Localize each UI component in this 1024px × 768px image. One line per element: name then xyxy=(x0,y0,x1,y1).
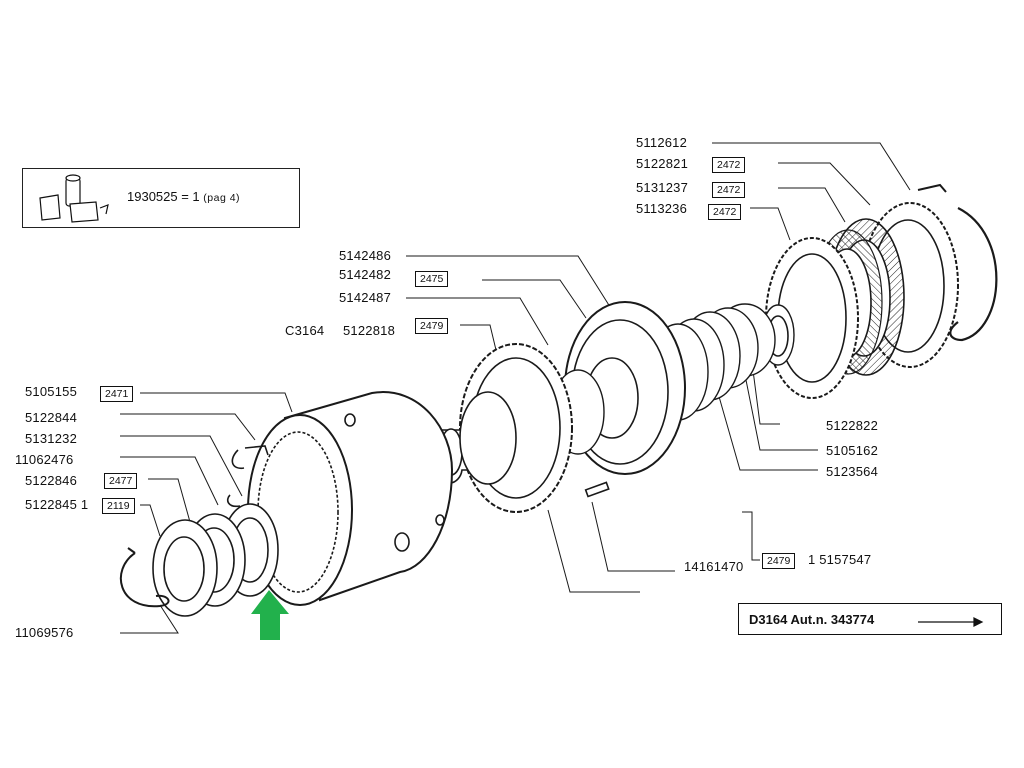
part-label-5113236: 5113236 xyxy=(636,201,688,216)
part-label-5123564: 5123564 xyxy=(826,464,879,479)
part-label-5122818: 5122818 xyxy=(343,323,396,338)
kit-number: 1930525 = 1 xyxy=(127,189,200,204)
part-label-5122821: 5122821 xyxy=(636,156,689,171)
snap-ring-right xyxy=(949,207,998,342)
ref-box-2479-a: 2479 xyxy=(415,318,449,334)
part-label-11069576: 11069576 xyxy=(15,625,74,640)
green-arrow-icon xyxy=(251,590,289,640)
part-label-5122846: 5122846 xyxy=(25,473,78,488)
part-label-14161470: 14161470 xyxy=(684,559,744,574)
drawing-id-text: D3164 Aut.n. 343774 xyxy=(749,612,875,627)
part-label-5112612: 5112612 xyxy=(636,135,688,150)
ref-box-2119: 2119 xyxy=(102,498,135,514)
snap-ring-left xyxy=(119,552,170,608)
part-label-5142486: 5142486 xyxy=(339,248,392,263)
code-label-c3164: C3164 xyxy=(285,323,325,338)
leader-lines xyxy=(120,142,911,634)
kit-reference-box: 1930525 = 1 (pag 4) xyxy=(22,168,300,228)
ref-box-2471: 2471 xyxy=(100,386,134,402)
ref-box-2479-b: 2479 xyxy=(762,553,796,569)
gear-assembly xyxy=(119,183,998,617)
ref-box-2472-b: 2472 xyxy=(712,182,746,198)
ref-box-2475: 2475 xyxy=(415,271,449,287)
part-label-5142487: 5142487 xyxy=(339,290,392,305)
part-label-5122845: 5122845 1 xyxy=(25,497,89,512)
part-label-5105162: 5105162 xyxy=(826,443,879,458)
part-label-11062476: 11062476 xyxy=(15,452,74,467)
part-label-5122844: 5122844 xyxy=(25,410,78,425)
arrow-right-icon xyxy=(918,617,984,627)
part-label-5131237: 5131237 xyxy=(636,180,689,195)
kit-page: (pag 4) xyxy=(203,192,241,204)
part-label-5105155: 5105155 xyxy=(25,384,78,399)
kit-text: 1930525 = 1 (pag 4) xyxy=(127,189,240,204)
ref-box-2477: 2477 xyxy=(104,473,138,489)
part-label-5157547: 1 5157547 xyxy=(808,552,872,567)
drawing-id-box: D3164 Aut.n. 343774 xyxy=(738,603,1002,635)
kit-illustration xyxy=(39,174,109,223)
ref-box-2472-c: 2472 xyxy=(708,204,742,220)
part-label-5131232: 5131232 xyxy=(25,431,78,446)
part-label-5122822: 5122822 xyxy=(826,418,879,433)
part-label-5142482: 5142482 xyxy=(339,267,392,282)
dowel-pin xyxy=(584,481,610,498)
ref-box-2472-a: 2472 xyxy=(712,157,746,173)
